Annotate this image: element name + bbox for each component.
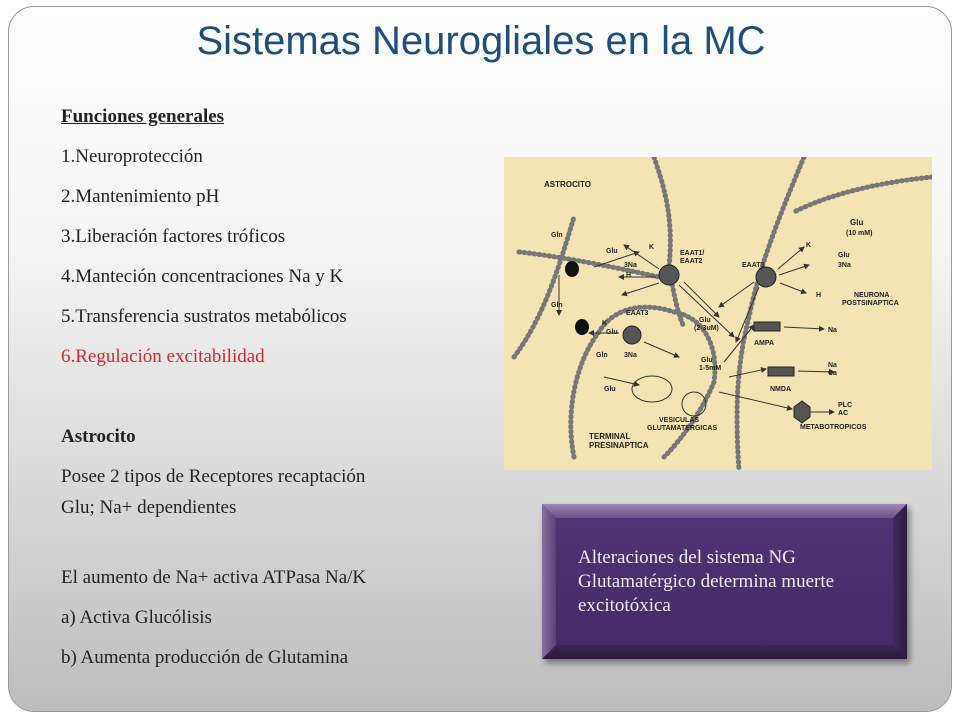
membrane-presynaptic	[568, 304, 718, 460]
label-ca: Ca	[828, 370, 837, 377]
label-na-post: Na	[828, 327, 837, 334]
receptor-ampa	[753, 321, 781, 332]
label-plc: PLC	[838, 402, 852, 409]
callout-line-2: Glutamatérgico determina muerte	[578, 571, 835, 592]
label-eaat3-b: EAAT3	[742, 262, 765, 269]
callout-inner: Alteraciones del sistema NG Glutamatérgi…	[556, 518, 893, 645]
label-presinaptica: PRESINAPTICA	[589, 441, 649, 450]
label-glu-4: Glu	[838, 252, 850, 259]
label-eaat3-a: EAAT3	[626, 310, 649, 317]
transporter-eaat3-left	[622, 325, 642, 345]
label-gln-1: Gln	[551, 232, 563, 239]
label-glu-syn-conc: (2-3uM)	[694, 325, 719, 332]
funcion-item-6: 6.Regulación excitabilidad	[61, 346, 265, 367]
transporter-eaat3-right	[755, 266, 777, 288]
label-glu-2: Glu	[606, 329, 618, 336]
label-na-ca: Na	[828, 362, 837, 369]
slide-title: Sistemas Neurogliales en la MC	[196, 19, 766, 63]
membrane-postsynaptic	[734, 157, 807, 470]
label-na-3b: 3Na	[624, 352, 637, 359]
slide: Sistemas Neurogliales en la MC Funciones…	[8, 6, 952, 712]
label-glutamatergicas: GLUTAMATERGICAS	[647, 425, 717, 432]
label-eaat2: EAAT2	[680, 258, 703, 265]
astrocito-heading: Astrocito	[61, 426, 136, 447]
label-astrocito: ASTROCITO	[544, 180, 591, 189]
vesicle-dark-2	[575, 319, 589, 335]
callout-line-1: Alteraciones del sistema NG	[578, 547, 796, 568]
funciones-heading: Funciones generales	[61, 106, 225, 127]
astrocito-line-2: Glu; Na+ dependientes	[61, 497, 237, 518]
receptor-nmda	[767, 366, 795, 377]
label-glu-3: Glu	[604, 386, 616, 393]
label-k-1: K	[649, 244, 654, 251]
label-na-3c: 3Na	[838, 262, 851, 269]
label-eaat1: EAAT1/	[680, 250, 704, 257]
callout-line-3: excitotóxica	[578, 595, 671, 616]
label-ampa: AMPA	[754, 340, 774, 347]
label-k-2: K	[602, 320, 607, 327]
callout-box: Alteraciones del sistema NG Glutamatérgi…	[542, 504, 907, 659]
synapse-diagram: ASTROCITO Glu (10 mM) Gln Gln Gln Glu Gl…	[504, 157, 932, 470]
label-postsinaptica: POSTSINAPTICA	[842, 300, 899, 307]
synapse-diagram-svg: ASTROCITO Glu (10 mM) Gln Gln Gln Glu Gl…	[511, 157, 932, 470]
label-terminal: TERMINAL	[589, 432, 630, 441]
label-glu-cleft-conc: 1-5mM	[699, 365, 721, 372]
label-na-3: 3Na	[624, 262, 637, 269]
transporter-eaat1	[658, 264, 680, 286]
body-text: Funciones generales 1.Neuroprotección 2.…	[61, 105, 481, 670]
label-vesiculas: VESICULAS	[659, 417, 699, 424]
label-glu-1: Glu	[606, 248, 618, 255]
membrane-astrocyte-lower	[511, 214, 577, 360]
label-gln-2: Gln	[551, 302, 563, 309]
label-neurona: NEURONA	[854, 292, 889, 299]
membrane-astrocyte-left	[516, 249, 662, 280]
membrane-neuron-right	[791, 174, 932, 215]
label-k-3: K	[806, 242, 811, 249]
membrane-astrocyte-top	[651, 157, 687, 330]
vesicle-1	[631, 375, 673, 403]
label-metabotropicos: METABOTROPICOS	[800, 424, 867, 431]
label-ac: AC	[838, 410, 848, 417]
label-glu-10mm-conc: (10 mM)	[846, 230, 872, 237]
funcion-item-2: 2.Mantenimiento pH	[61, 186, 220, 207]
aumento-line: El aumento de Na+ activa ATPasa Na/K	[61, 567, 367, 588]
label-gln-3: Gln	[596, 352, 608, 359]
point-b: b) Aumenta producción de Glutamina	[61, 647, 349, 668]
funcion-item-4: 4.Manteción concentraciones Na y K	[61, 266, 344, 287]
receptor-metabotropic	[793, 400, 811, 424]
vesicle-2	[681, 391, 707, 417]
astrocito-line-1: Posee 2 tipos de Receptores recaptación	[61, 466, 366, 487]
funcion-item-3: 3.Liberación factores tróficos	[61, 226, 286, 247]
label-h-2: H	[816, 292, 821, 299]
label-glu-syn: Glu	[699, 317, 711, 324]
label-nmda: NMDA	[770, 386, 791, 393]
funcion-item-5: 5.Transferencia sustratos metabólicos	[61, 306, 347, 327]
label-glu-cleft: Glu	[701, 357, 713, 364]
label-h-1: H	[626, 272, 631, 279]
label-glu-10mm: Glu	[850, 218, 863, 227]
vesicle-dark-1	[565, 261, 579, 277]
point-a: a) Activa Glucólisis	[61, 607, 212, 628]
funcion-item-1: 1.Neuroprotección	[61, 146, 203, 167]
